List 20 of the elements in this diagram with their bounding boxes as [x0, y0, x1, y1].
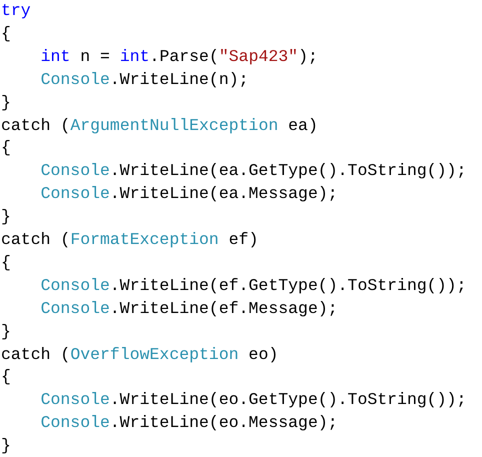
- code-line: Console.WriteLine(ef.GetType().ToString());: [40, 276, 466, 296]
- code-line: Console.WriteLine(eo.Message);: [40, 413, 338, 434]
- code-line: {: [1, 367, 11, 388]
- code-line: {: [1, 138, 11, 158]
- code-line: catch (ArgumentNullException ea): [1, 116, 318, 136]
- code-line: }: [1, 92, 11, 113]
- code-line: Console.WriteLine(ea.GetType().ToString());: [40, 161, 466, 182]
- code-line: catch (FormatException ef): [1, 230, 258, 250]
- code-line: Console.WriteLine(n);: [40, 70, 249, 90]
- code-line: }: [1, 322, 11, 342]
- code-line: try: [1, 1, 31, 21]
- code-line: }: [1, 207, 11, 228]
- code-line: {: [1, 24, 11, 44]
- code-line: Console.WriteLine(ef.Message);: [40, 298, 338, 319]
- code-line: int n = int.Parse("Sap423");: [40, 46, 318, 67]
- code-line: }: [1, 436, 11, 456]
- code-line: {: [1, 252, 11, 273]
- code-line: Console.WriteLine(eo.GetType().ToString());: [40, 390, 466, 410]
- code-line: catch (OverflowException eo): [1, 344, 278, 364]
- code-line: Console.WriteLine(ea.Message);: [40, 184, 338, 204]
